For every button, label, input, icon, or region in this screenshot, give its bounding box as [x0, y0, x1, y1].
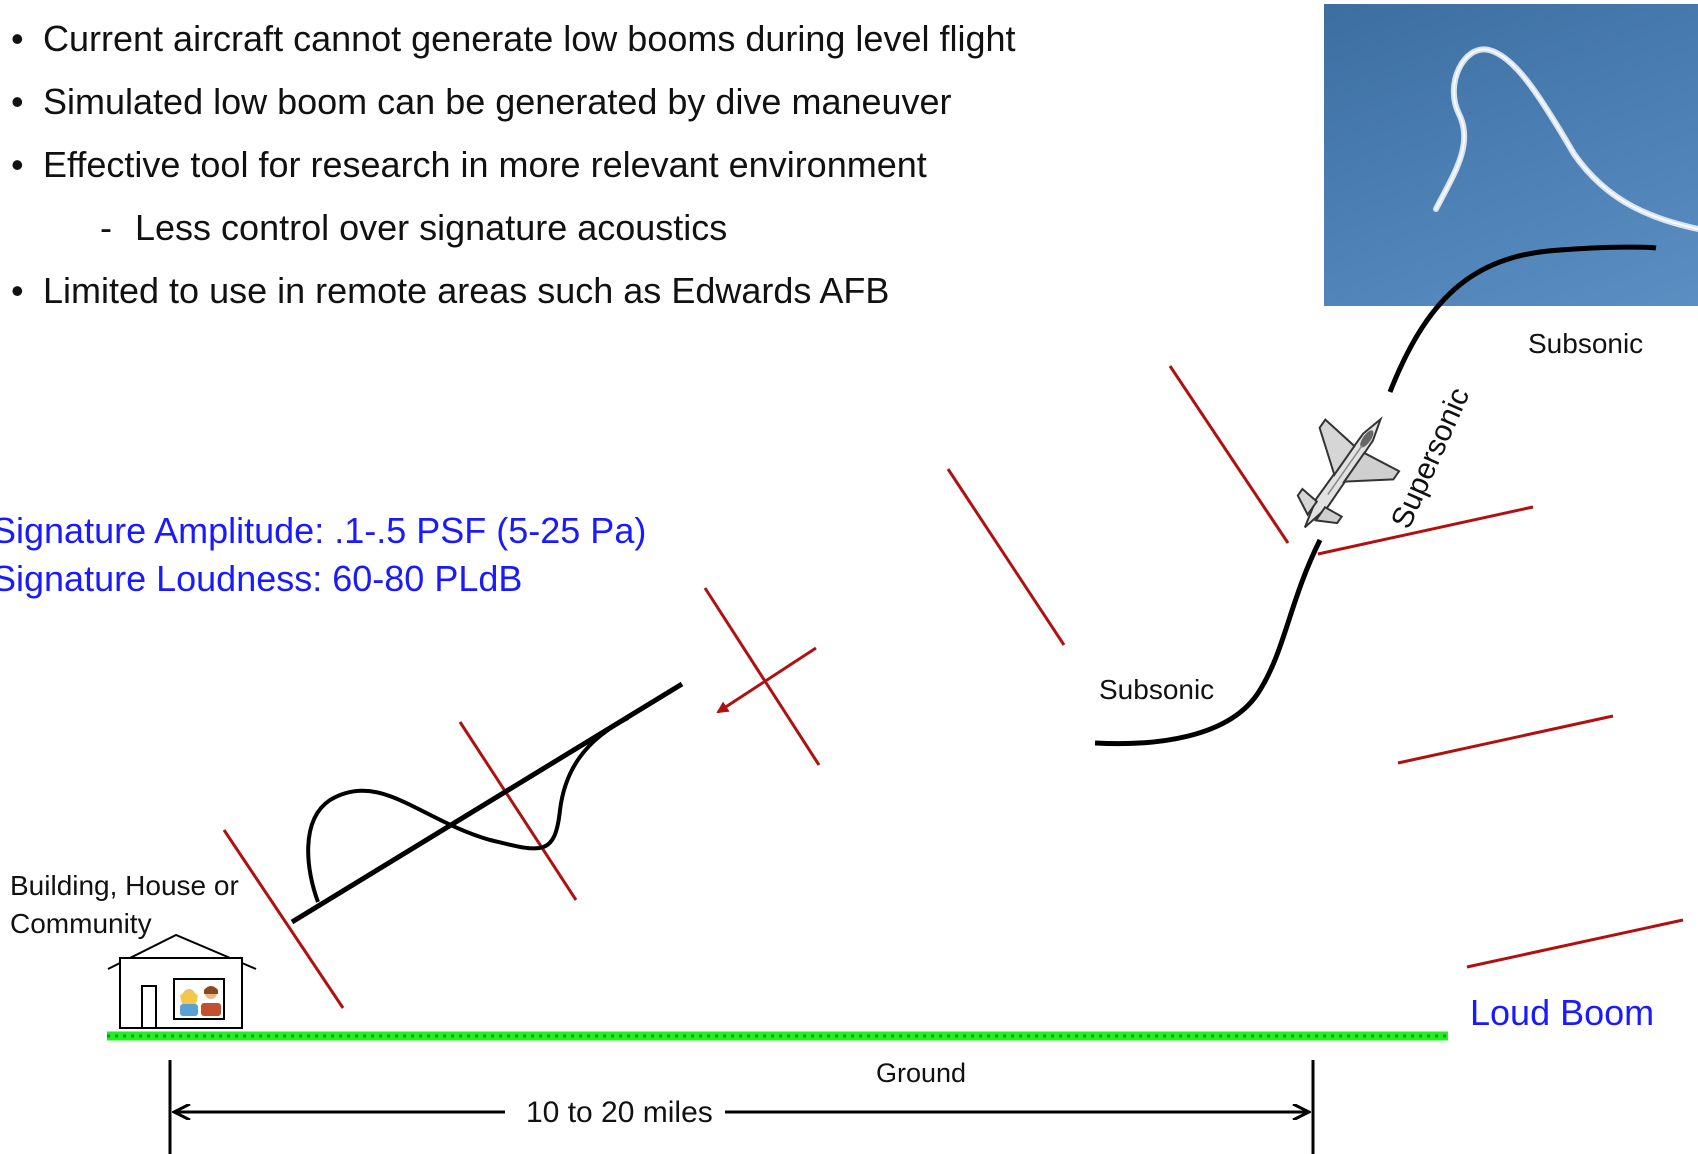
shock-line [946, 468, 1066, 646]
flight-path-upper [1387, 244, 1657, 393]
sky-photo [1324, 4, 1698, 306]
sub-bullet-item: -Less control over signature acoustics [100, 207, 728, 248]
shock-line [1317, 505, 1534, 556]
signature-loudness: Signature Loudness: 60-80 PLdB [0, 558, 523, 599]
shock-line [1168, 365, 1290, 544]
bullet-item: •Current aircraft cannot generate low bo… [11, 18, 1016, 59]
bullet-item: •Limited to use in remote areas such as … [11, 270, 890, 311]
shock-line [1397, 714, 1614, 765]
loud-boom-label: Loud Boom [1470, 992, 1655, 1033]
building-label: Building, House or Community [10, 870, 239, 939]
signature-wave [306, 716, 629, 903]
door [141, 985, 157, 1029]
subsonic-bottom-label: Subsonic [1099, 674, 1215, 705]
bullet-item: •Simulated low boom can be generated by … [11, 81, 952, 122]
shock-line [222, 829, 345, 1009]
propagation-arrow [716, 646, 817, 714]
bullet-item: •Effective tool for research in more rel… [11, 144, 927, 185]
signature-amplitude: Signature Amplitude: .1-.5 PSF (5-25 Pa) [0, 510, 647, 551]
bullet-list: •Current aircraft cannot generate low bo… [0, 18, 1200, 333]
house-icon [107, 933, 257, 1029]
flight-path-lower [1094, 538, 1323, 747]
ground-label: Ground [876, 1058, 967, 1088]
people-icon [180, 986, 221, 1016]
distance-label: 10 to 20 miles [526, 1096, 713, 1129]
shock-line [1466, 918, 1684, 969]
contrail [1433, 46, 1698, 232]
subsonic-top-label: Subsonic [1528, 328, 1644, 359]
shock-waves [222, 365, 1684, 1009]
shock-line [703, 587, 821, 766]
fighter-jet-icon [1296, 416, 1401, 529]
shock-line [458, 721, 578, 901]
